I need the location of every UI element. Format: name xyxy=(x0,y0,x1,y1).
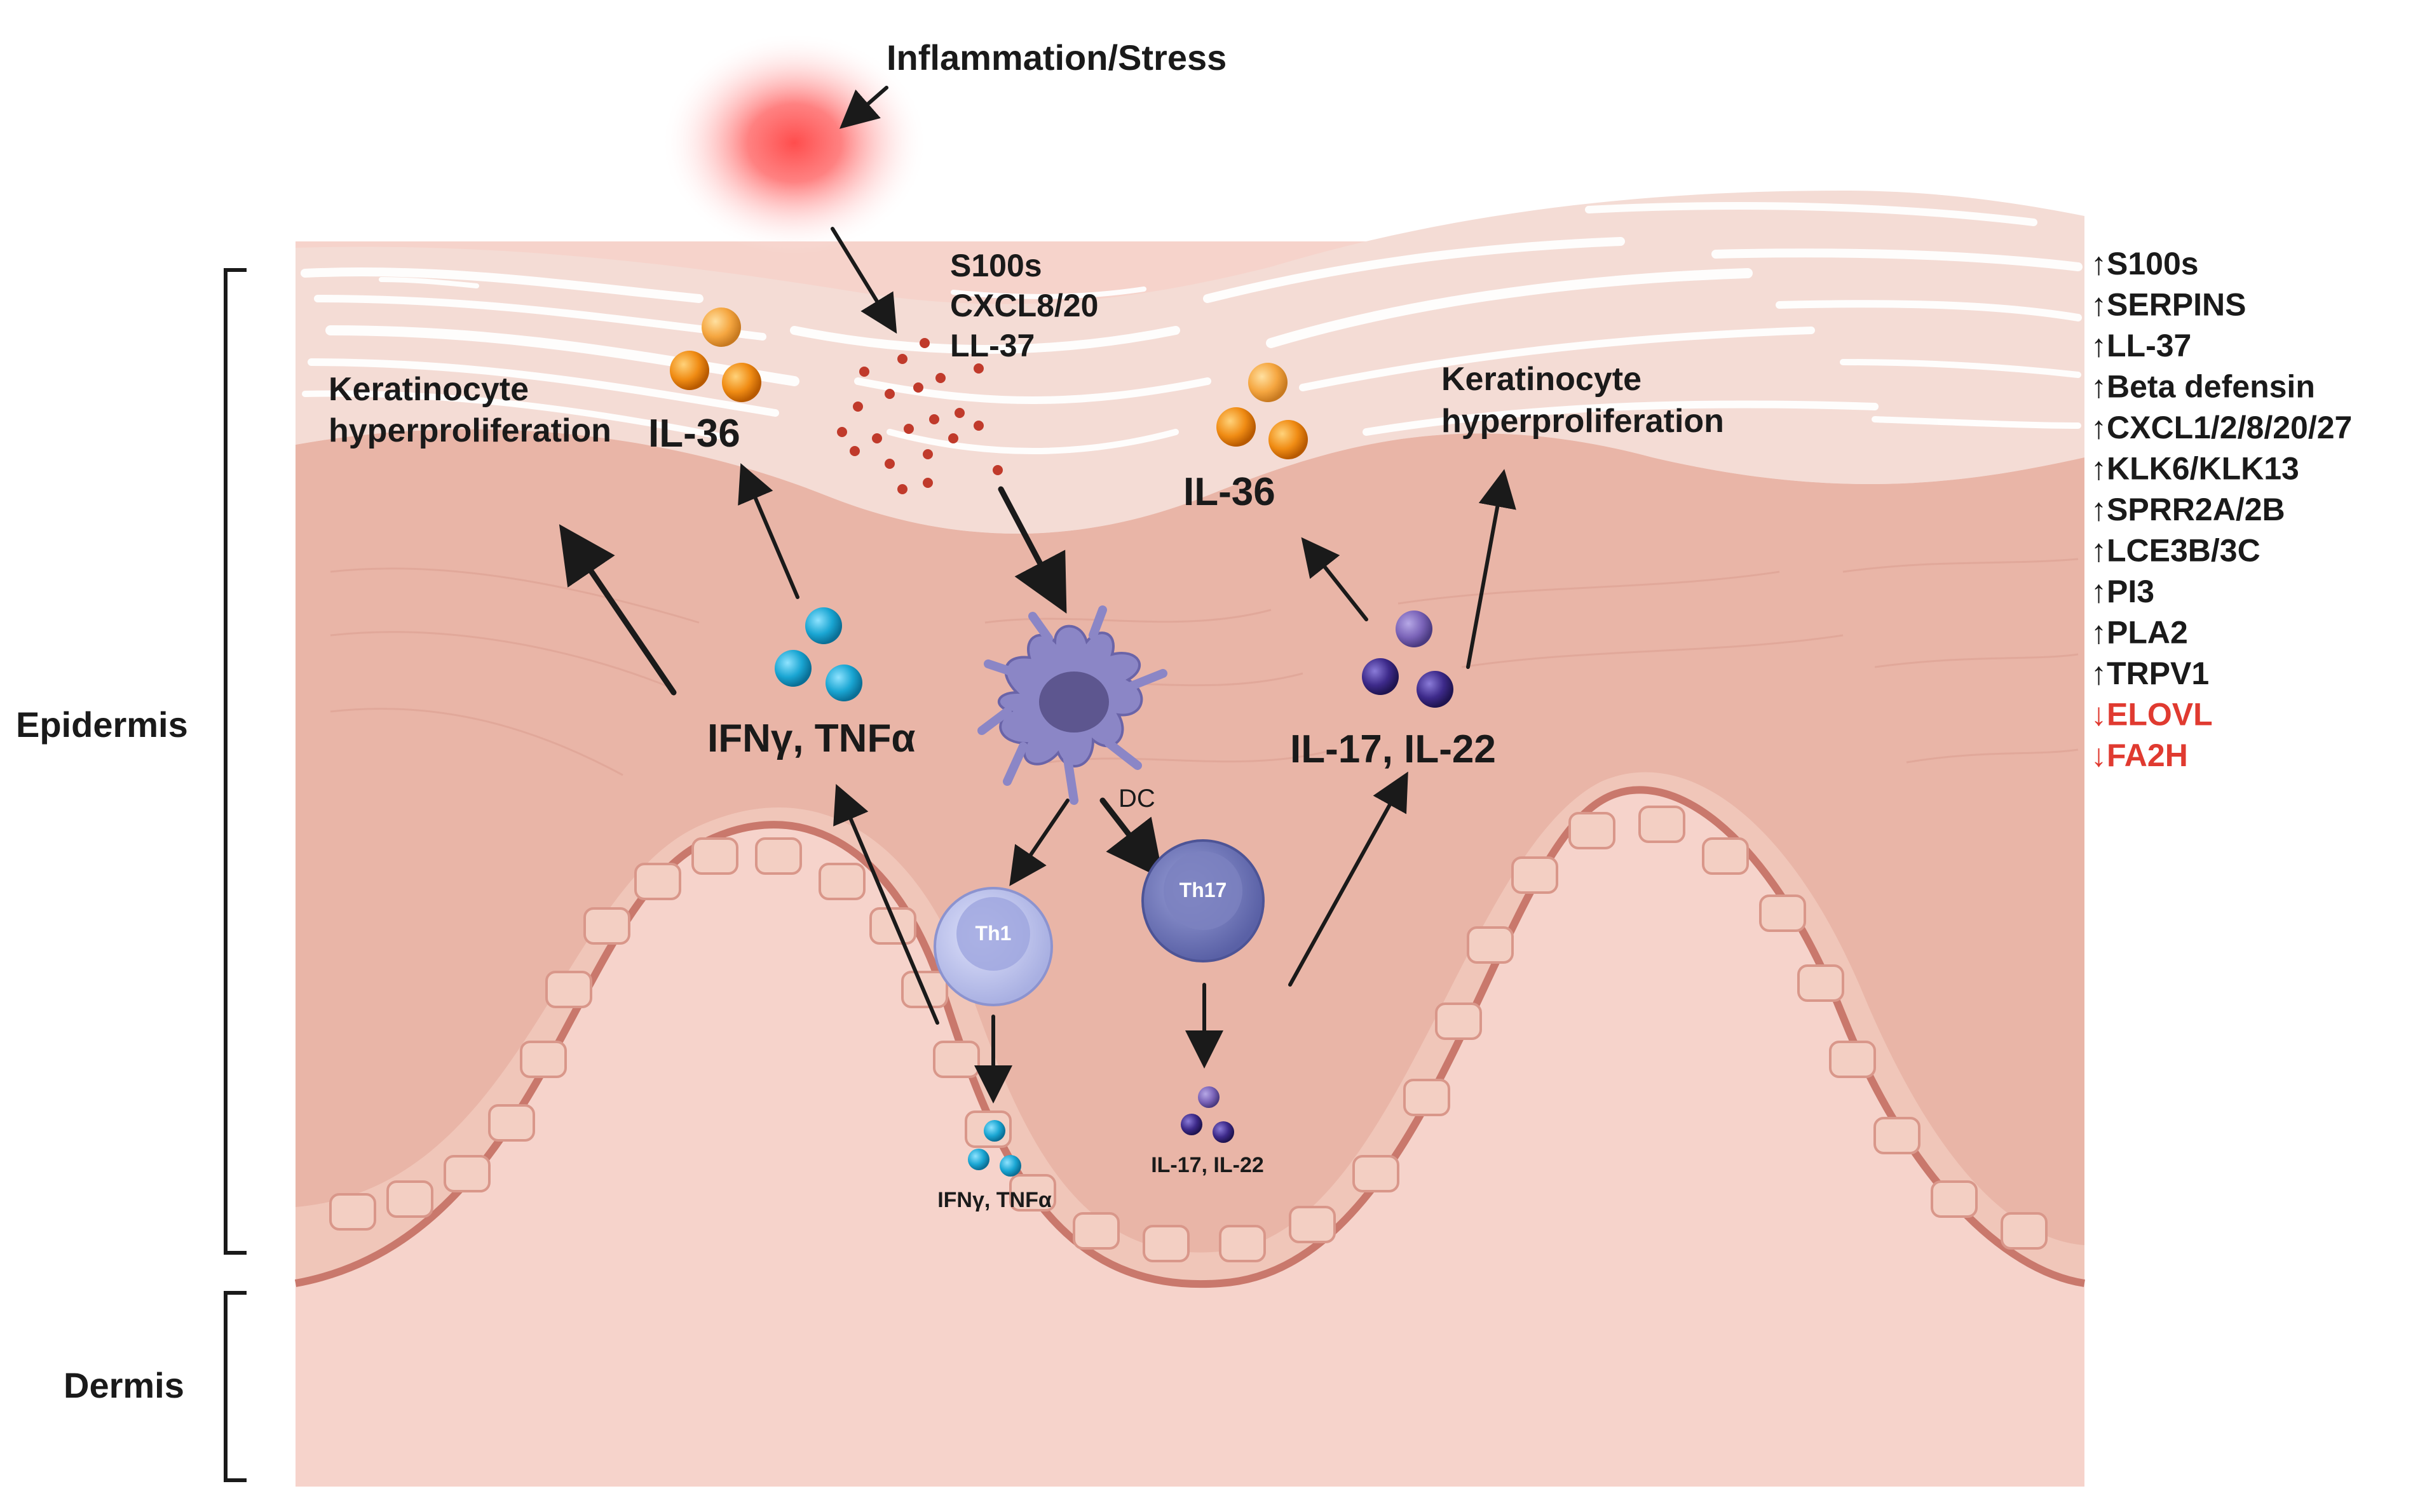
arrow-left-to-il36 xyxy=(738,462,799,599)
expression-marker-list: ↑S100s↑SERPINS↑LL-37↑Beta defensin↑CXCL1… xyxy=(2091,246,2352,773)
marker-label: LL-37 xyxy=(2107,328,2191,363)
marker-label: TRPV1 xyxy=(2107,656,2209,691)
marker-item: ↑CXCL1/2/8/20/27 xyxy=(2091,410,2352,445)
small-il17-il22-label: IL-17, IL-22 xyxy=(1151,1153,1264,1177)
right-keratinocyte-label-line2: hyperproliferation xyxy=(1441,403,1724,440)
marker-label: SERPINS xyxy=(2107,287,2247,323)
arrow-dc-to-th1 xyxy=(1009,799,1070,886)
released-factor-particles xyxy=(837,338,1003,494)
marker-item: ↑SPRR2A/2B xyxy=(2091,492,2285,527)
arrow-right-to-keratinocyte xyxy=(1466,469,1516,669)
il17-il22-cluster-large xyxy=(1362,611,1453,708)
marker-item: ↑LL-37 xyxy=(2091,328,2191,363)
marker-label: ELOVL xyxy=(2107,697,2213,732)
marker-label: PLA2 xyxy=(2107,615,2188,651)
inflammation-stress-label: Inflammation/Stress xyxy=(887,37,1227,78)
epidermis-bracket xyxy=(224,268,247,1255)
marker-direction-arrow: ↑ xyxy=(2091,246,2107,281)
marker-direction-arrow: ↓ xyxy=(2091,697,2107,732)
marker-direction-arrow: ↑ xyxy=(2091,615,2107,651)
right-il36-label: IL-36 xyxy=(1183,470,1275,514)
left-keratinocyte-label-line2: hyperproliferation xyxy=(329,412,611,449)
dendritic-cell xyxy=(977,605,1167,805)
arrow-to-stress xyxy=(839,86,888,129)
released-factor-1: S100s xyxy=(950,248,1042,283)
arrow-left-to-keratinocyte xyxy=(559,524,677,696)
ifn-tnf-label: IFNγ, TNFα xyxy=(707,717,915,760)
marker-label: CXCL1/2/8/20/27 xyxy=(2107,410,2352,445)
marker-direction-arrow: ↑ xyxy=(2091,328,2107,363)
marker-item: ↑TRPV1 xyxy=(2091,656,2209,691)
marker-label: KLK6/KLK13 xyxy=(2107,451,2299,487)
dermis-label: Dermis xyxy=(64,1365,184,1405)
marker-direction-arrow: ↑ xyxy=(2091,410,2107,445)
ifn-tnf-cluster-small xyxy=(968,1120,1021,1177)
il17-il22-cluster-small xyxy=(1181,1086,1234,1143)
marker-direction-arrow: ↑ xyxy=(2091,287,2107,323)
th17-label: Th17 xyxy=(1179,879,1227,901)
th17-cell xyxy=(1141,839,1265,962)
marker-item: ↓FA2H xyxy=(2091,738,2188,773)
il36-cluster-right xyxy=(1216,363,1308,459)
arrow-th1-cytokines-up xyxy=(833,783,939,1025)
corneum-lamellae xyxy=(301,202,2083,454)
marker-label: PI3 xyxy=(2107,574,2154,609)
th1-cell xyxy=(934,887,1053,1006)
th1-label: Th1 xyxy=(975,922,1012,945)
marker-direction-arrow: ↑ xyxy=(2091,533,2107,569)
arrow-right-to-il36 xyxy=(1301,537,1368,621)
arrow-dc-to-th17 xyxy=(1099,797,1164,880)
marker-label: S100s xyxy=(2107,246,2199,281)
pathway-arrows xyxy=(559,86,1516,1104)
marker-direction-arrow: ↓ xyxy=(2091,738,2107,773)
marker-label: FA2H xyxy=(2107,738,2188,773)
marker-label: LCE3B/3C xyxy=(2107,533,2260,569)
marker-item: ↑PI3 xyxy=(2091,574,2154,609)
dc-nucleus xyxy=(1039,672,1109,732)
arrow-th17-cytokines-up xyxy=(1288,771,1408,987)
released-factors-labels: S100s CXCL8/20 LL-37 xyxy=(950,248,1098,363)
released-factor-3: LL-37 xyxy=(950,328,1035,363)
marker-item: ↑LCE3B/3C xyxy=(2091,533,2260,569)
left-keratinocyte-label-line1: Keratinocyte xyxy=(329,371,529,408)
released-factor-2: CXCL8/20 xyxy=(950,288,1098,323)
dc-label: DC xyxy=(1118,785,1155,813)
marker-item: ↓ELOVL xyxy=(2091,697,2213,732)
right-keratinocyte-label-line1: Keratinocyte xyxy=(1441,361,1642,398)
skin-layers xyxy=(294,191,2085,1487)
marker-label: Beta defensin xyxy=(2107,369,2315,405)
layer-brackets xyxy=(224,268,247,1482)
marker-direction-arrow: ↑ xyxy=(2091,369,2107,405)
marker-direction-arrow: ↑ xyxy=(2091,656,2107,691)
marker-item: ↑PLA2 xyxy=(2091,615,2188,651)
basal-cells xyxy=(329,806,2048,1262)
inflammation-stress-source xyxy=(661,32,928,254)
il36-cluster-left xyxy=(670,307,761,402)
marker-direction-arrow: ↑ xyxy=(2091,574,2107,609)
spinous-texture xyxy=(330,558,2079,776)
left-il36-label: IL-36 xyxy=(648,412,740,456)
il17-il22-label: IL-17, IL-22 xyxy=(1290,727,1496,771)
marker-label: SPRR2A/2B xyxy=(2107,492,2285,527)
marker-direction-arrow: ↑ xyxy=(2091,492,2107,527)
marker-direction-arrow: ↑ xyxy=(2091,451,2107,487)
marker-item: ↑Beta defensin xyxy=(2091,369,2315,405)
stress-glow xyxy=(661,32,928,254)
dermis-bracket xyxy=(224,1291,247,1482)
ifn-tnf-cluster-large xyxy=(775,607,862,701)
epidermis-label: Epidermis xyxy=(16,705,188,745)
marker-item: ↑S100s xyxy=(2091,246,2199,281)
marker-item: ↑SERPINS xyxy=(2091,287,2247,323)
arrow-stress-to-factors xyxy=(831,227,897,334)
marker-item: ↑KLK6/KLK13 xyxy=(2091,451,2299,487)
small-ifn-tnf-label: IFNγ, TNFα xyxy=(937,1188,1052,1212)
arrow-factors-to-dc xyxy=(998,486,1067,614)
